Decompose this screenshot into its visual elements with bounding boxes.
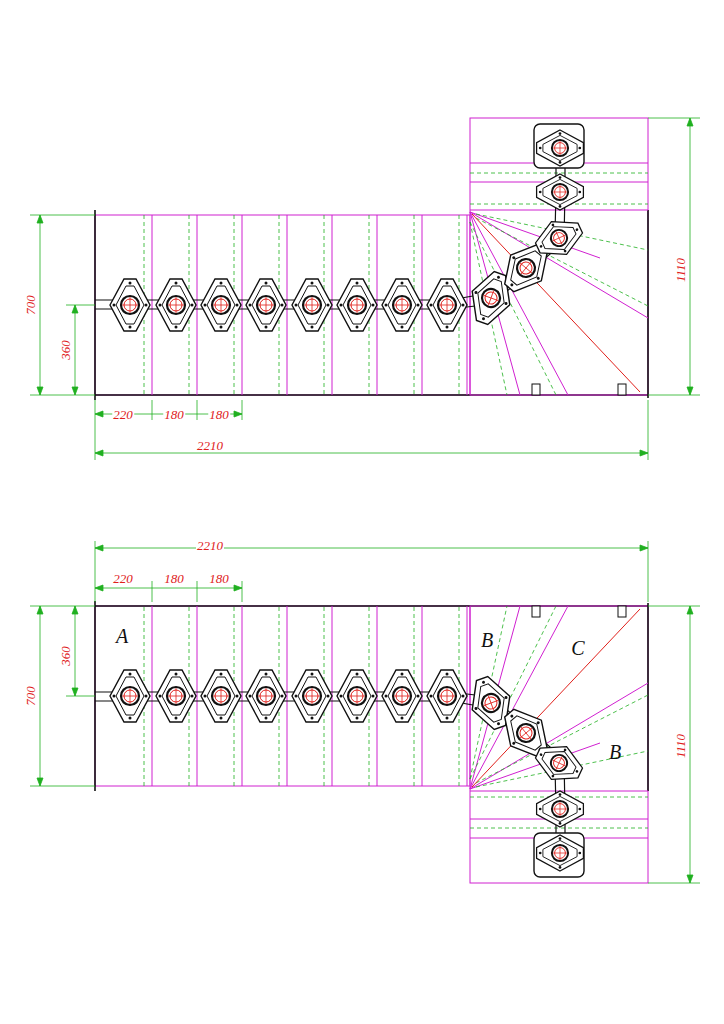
zone-letter: C	[571, 638, 584, 658]
dimension-label: 700	[24, 685, 37, 707]
dimension-label: 1110	[674, 257, 687, 283]
zone-letter: B	[609, 742, 621, 762]
dimension-label: 180	[208, 408, 230, 421]
dimension-label: 220	[112, 408, 134, 421]
dimension-label: 700	[24, 294, 37, 316]
dimension-label: 180	[163, 408, 185, 421]
dimension-label: 2210	[196, 539, 224, 552]
dimension-label: 220	[112, 572, 134, 585]
dimension-label: 360	[59, 645, 72, 667]
zone-letter: B	[481, 630, 493, 650]
dimension-label: 1110	[674, 733, 687, 759]
dimension-label: 2210	[196, 439, 224, 452]
zone-letter: A	[116, 626, 128, 646]
dimension-label: 180	[163, 572, 185, 585]
dimension-label: 360	[59, 339, 72, 361]
dimension-label: 180	[208, 572, 230, 585]
